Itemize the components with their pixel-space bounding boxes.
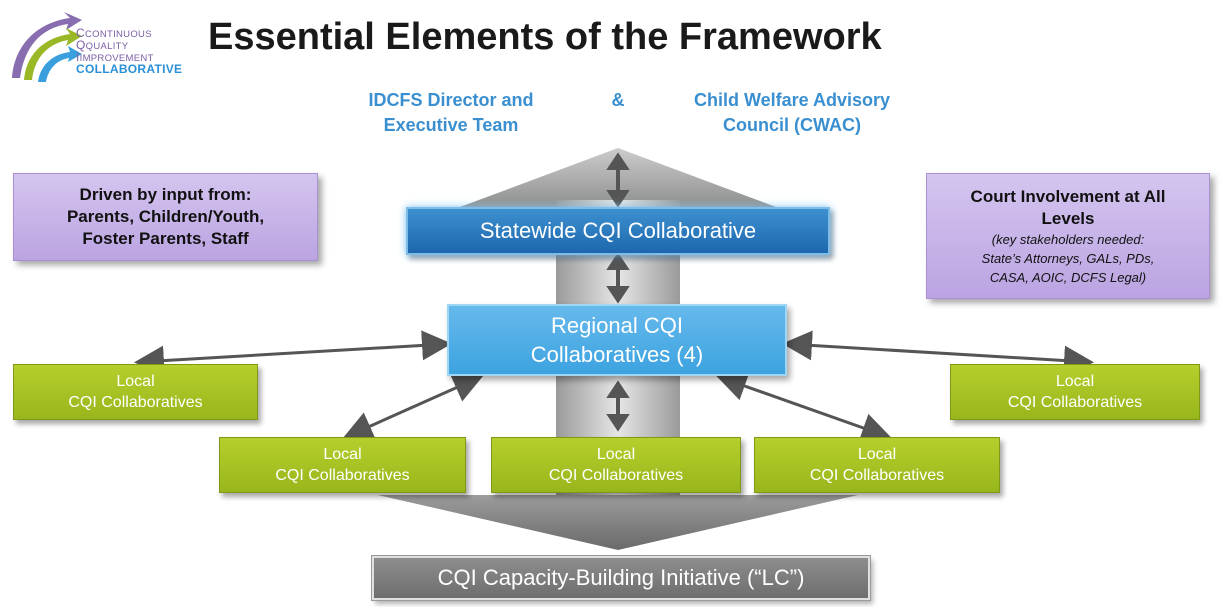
capacity-building-box: CQI Capacity-Building Initiative (“LC”)	[372, 556, 870, 600]
local-collaborative-box: Local CQI Collaboratives	[950, 364, 1200, 420]
diagonal-connectors	[134, 330, 1094, 443]
local-collaborative-box: Local CQI Collaboratives	[219, 437, 466, 493]
cwac-heading: Child Welfare Advisory Council (CWAC)	[693, 90, 891, 135]
local-collaborative-box: Local CQI Collaboratives	[13, 364, 258, 420]
regional-collaboratives-box: Regional CQI Collaboratives (4)	[447, 304, 787, 376]
big-down-arrow-head	[378, 495, 858, 550]
logo-text: CCONTINUOUS QQUALITY IIMPROVEMENT COLLAB…	[76, 26, 183, 76]
local-collaborative-box: Local CQI Collaboratives	[754, 437, 1000, 493]
page-title: Essential Elements of the Framework	[208, 16, 882, 58]
director-heading: IDCFS Director and Executive Team	[368, 90, 534, 135]
local-collaborative-box: Local CQI Collaboratives	[491, 437, 741, 493]
court-involvement-box: Court Involvement at All Levels (key sta…	[926, 173, 1210, 299]
cqi-logo: CCONTINUOUS QQUALITY IIMPROVEMENT COLLAB…	[4, 8, 194, 88]
statewide-collaborative-box: Statewide CQI Collaborative	[406, 207, 830, 255]
logo-swoosh-icon	[12, 12, 82, 82]
driven-by-input-box: Driven by input from: Parents, Children/…	[13, 173, 318, 261]
ampersand: &	[611, 90, 625, 110]
vertical-double-arrows	[606, 152, 630, 432]
